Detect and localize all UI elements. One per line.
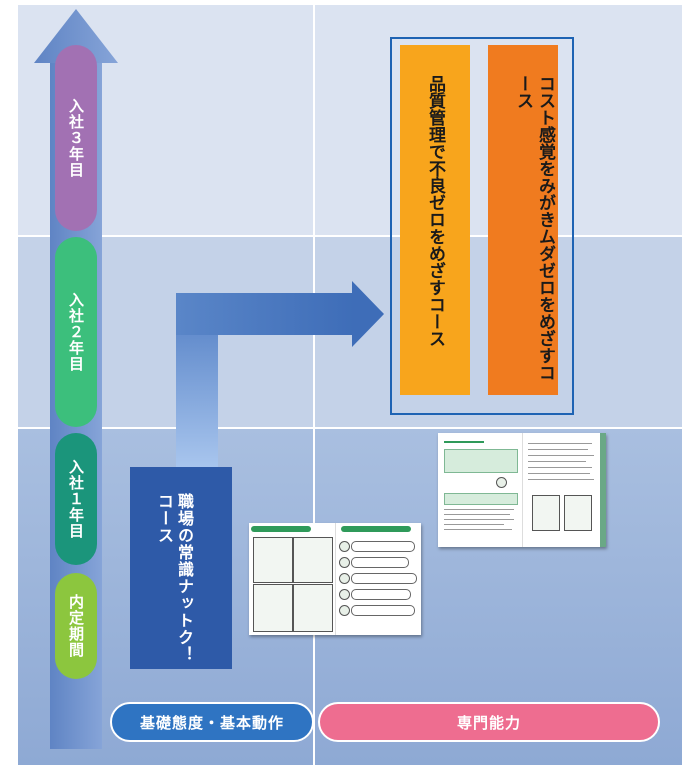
text-line: [528, 455, 594, 456]
highlight-box: [444, 449, 518, 473]
textbook-page-right: [335, 523, 421, 635]
character-face: [339, 573, 350, 584]
text-line: [528, 479, 594, 480]
comic-panel: [253, 537, 293, 583]
character-face: [339, 605, 350, 616]
stage-pill-year2: 入社２年目: [55, 237, 97, 427]
character-face: [339, 557, 350, 568]
progression-arrow: [176, 281, 384, 469]
quality-course-label: 品質管理で不良ゼロをめざすコース: [425, 75, 445, 347]
page-header-bar: [251, 526, 311, 532]
text-line: [528, 467, 592, 468]
stage-pill-year1: 入社１年目: [55, 433, 97, 565]
page-title-line: [444, 441, 484, 443]
text-line: [528, 473, 590, 474]
illustration: [532, 495, 560, 531]
comic-panel: [293, 584, 333, 632]
speech-bubble: [351, 605, 415, 616]
text-line: [444, 519, 514, 520]
cost-course-box: コスト感覚をみがきムダゼロをめざすコース: [488, 45, 558, 395]
basic-course-box: 職場の常識ナットク！コース: [130, 467, 232, 669]
timeline-arrow-head: [34, 9, 118, 63]
speech-bubble: [351, 589, 411, 600]
text-line: [444, 524, 504, 525]
comic-panel: [253, 584, 293, 632]
text-line: [528, 443, 592, 444]
specialized-courses-frame: [390, 37, 574, 415]
textbook-page-left: [249, 523, 336, 635]
comic-panel: [293, 537, 333, 583]
character-face: [339, 589, 350, 600]
page-edge-tab: [600, 433, 606, 547]
stage-label: 入社１年目: [67, 459, 85, 539]
stage-pill-year3: 入社３年目: [55, 45, 97, 231]
diagram-canvas: 入社３年目 入社２年目 入社１年目 内定期間 職場の常識ナットク！コース 品質管: [18, 5, 682, 765]
category-label-basic: 基礎態度・基本動作: [110, 702, 314, 742]
stage-label: 内定期間: [67, 594, 85, 658]
textbook-page-right: [522, 433, 606, 547]
highlight-box: [444, 493, 518, 505]
page-header-bar: [341, 526, 411, 532]
cost-course-label: コスト感覚をみがきムダゼロをめざすコース: [513, 75, 555, 381]
speech-bubble: [351, 573, 417, 584]
stage-label: 入社２年目: [67, 292, 85, 372]
textbook-page-left: [438, 433, 523, 547]
textbook-thumbnail-basic: [249, 523, 421, 635]
speech-bubble: [351, 541, 415, 552]
stage-pill-offer: 内定期間: [55, 573, 97, 679]
text-line: [444, 529, 512, 530]
character-face: [339, 541, 350, 552]
text-line: [444, 509, 514, 510]
category-label-specialized: 専門能力: [318, 702, 660, 742]
textbook-thumbnail-specialized: [438, 433, 606, 547]
speech-bubble: [351, 557, 409, 568]
text-line: [528, 449, 588, 450]
quality-course-box: 品質管理で不良ゼロをめざすコース: [400, 45, 470, 395]
illustration: [564, 495, 592, 531]
stage-label: 入社３年目: [67, 98, 85, 178]
character-face: [496, 477, 507, 488]
text-line: [444, 514, 510, 515]
basic-course-label: 職場の常識ナットク！コース: [155, 493, 194, 663]
text-line: [528, 461, 586, 462]
